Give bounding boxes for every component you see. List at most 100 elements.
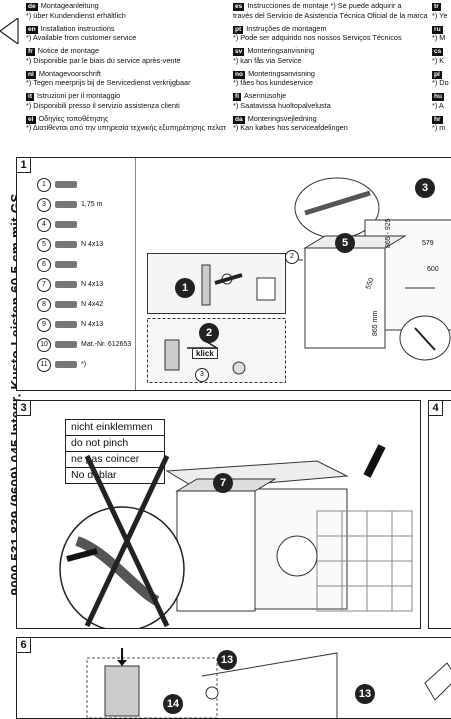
- part-label: N 4x13: [81, 241, 104, 248]
- step-1-badge: 1: [175, 278, 195, 298]
- step-5-badge: 5: [335, 233, 355, 253]
- lang-line-hr: hr: [432, 115, 451, 124]
- lang-line-ru: ru: [432, 25, 451, 34]
- lang-code-badge: fi: [233, 93, 242, 101]
- lang-note-tr: *) Ye: [432, 11, 448, 20]
- lang-heading: Istruzioni per il montaggio: [37, 92, 121, 100]
- warning-de: nicht einklemmen: [66, 420, 164, 436]
- lang-note-ru: *) M: [432, 34, 446, 42]
- lang-heading: Notice de montage: [37, 47, 100, 55]
- lang-heading: Instrucciones de montaje *) Se puede adq…: [247, 2, 402, 10]
- lang-note-es: través del Servicio de Asistencia Técnic…: [233, 11, 428, 20]
- lang-note-de: *) über Kundendienst erhältlich: [26, 11, 126, 20]
- lang-code-badge: nl: [26, 70, 36, 79]
- part-number: 6: [37, 258, 51, 272]
- part-number: 5: [37, 238, 51, 252]
- lang-code-badge: ru: [432, 25, 443, 34]
- lang-heading: Montageanleitung: [40, 2, 99, 10]
- lang-heading: Installation instructions: [40, 24, 115, 33]
- panel-number: 1: [17, 158, 31, 173]
- panel-3: 3 nicht einklemmen do not pinch ne pas c…: [16, 400, 421, 629]
- part-hardware-icon: [55, 200, 77, 208]
- part-item: 3 1,75 m: [37, 198, 102, 212]
- lang-heading: Monteringsanvisning: [248, 69, 315, 78]
- lang-code-badge: es: [233, 3, 245, 11]
- lang-code-badge: pt: [233, 25, 244, 34]
- lang-code-badge: sv: [233, 48, 245, 56]
- part-item: 1: [37, 178, 81, 192]
- part-number: 10: [37, 338, 51, 352]
- dim-600: 600: [427, 266, 439, 273]
- part-number: 9: [37, 318, 51, 332]
- panel-6-drawing: [86, 648, 451, 718]
- step-7-badge: 7: [213, 473, 233, 493]
- lang-code-badge: hu: [432, 93, 445, 101]
- part-number: 7: [37, 278, 51, 292]
- panel-number: 3: [17, 401, 31, 416]
- part-hardware-icon: [55, 240, 77, 248]
- part-item: 7 N 4x13: [37, 278, 103, 292]
- lang-note-fi: *) Saatavissa huoltopalvelusta: [233, 101, 331, 110]
- callout-3: 3: [195, 368, 209, 382]
- panel-4: 4: [428, 400, 451, 629]
- lang-note-hr: *) m: [432, 124, 446, 132]
- warning-box: nicht einklemmen do not pinch ne pas coi…: [65, 419, 165, 484]
- lang-line-pl: pl: [432, 70, 451, 79]
- warning-en: do not pinch: [66, 436, 164, 452]
- part-item: 4: [37, 218, 81, 232]
- lang-code-badge: cs: [432, 48, 444, 56]
- step-3-badge: 3: [415, 178, 435, 198]
- lang-code-badge: it: [26, 93, 35, 101]
- panel-number: 6: [17, 638, 31, 653]
- part-hardware-icon: [55, 300, 77, 308]
- lang-note-fr: *) Disponible par le biais du service ap…: [26, 56, 181, 65]
- step-14-badge: 14: [163, 694, 183, 714]
- part-number: 3: [37, 198, 51, 212]
- lang-note-en: *) Available from customer service: [26, 34, 137, 42]
- part-label: *): [81, 361, 87, 368]
- part-hardware-icon: [55, 260, 77, 268]
- lang-line-tr: tr: [432, 2, 451, 11]
- lang-code-badge: tr: [432, 3, 441, 11]
- part-hardware-icon: [55, 180, 77, 188]
- lang-code-badge: pl: [432, 70, 442, 79]
- klick-label: klick: [192, 348, 218, 359]
- corner-triangle-icon: [0, 18, 19, 44]
- step-2-badge: 2: [199, 323, 219, 343]
- part-label: 1,75 m: [81, 201, 103, 208]
- lang-code-badge: fr: [26, 48, 35, 56]
- lang-code-badge: hr: [432, 115, 443, 124]
- part-label: Mat.-Nr. 612653: [81, 341, 132, 348]
- lang-code-badge: en: [26, 25, 38, 34]
- part-label: N 4x13: [81, 281, 104, 288]
- inset-foot-drawing: [147, 253, 286, 314]
- lang-heading: Instruções de montagem: [246, 24, 327, 33]
- lang-code-badge: el: [26, 115, 36, 124]
- part-item: 10 Mat.-Nr. 612653: [37, 338, 131, 352]
- part-item: 11*): [37, 358, 86, 372]
- lang-code-badge: no: [233, 70, 246, 79]
- lang-heading: Οδηγίες τοποθέτησης: [38, 114, 109, 123]
- lang-note-da: *) Kan købes hos serviceafdelingen: [233, 124, 348, 132]
- part-item: 5 N 4x13: [37, 238, 103, 252]
- dim-865: 865 mm: [372, 310, 379, 336]
- lang-code-badge: de: [26, 3, 38, 11]
- lang-line-hu: hu: [432, 92, 451, 101]
- lang-note-hu: *) A: [432, 101, 444, 110]
- part-number: 8: [37, 298, 51, 312]
- part-number: 1: [37, 178, 51, 192]
- step-13-badge-a: 13: [217, 650, 237, 670]
